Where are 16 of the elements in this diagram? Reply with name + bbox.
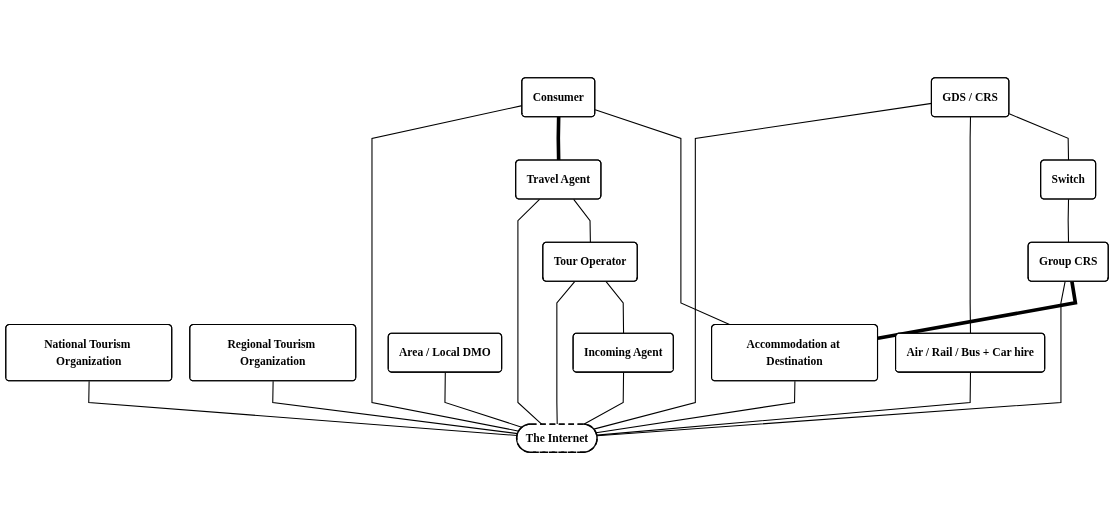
connector — [596, 371, 972, 436]
connector — [444, 371, 523, 428]
connector — [272, 380, 519, 435]
connector — [517, 198, 543, 425]
connector — [969, 116, 972, 335]
connector — [1008, 113, 1070, 161]
connector — [573, 198, 591, 244]
connector — [556, 117, 561, 161]
connector — [877, 281, 1078, 341]
connector — [596, 281, 1066, 437]
connector — [1067, 198, 1070, 244]
connector — [371, 105, 523, 432]
connector — [88, 380, 518, 437]
connector — [595, 380, 796, 434]
connector — [556, 281, 576, 425]
connector — [605, 281, 625, 335]
